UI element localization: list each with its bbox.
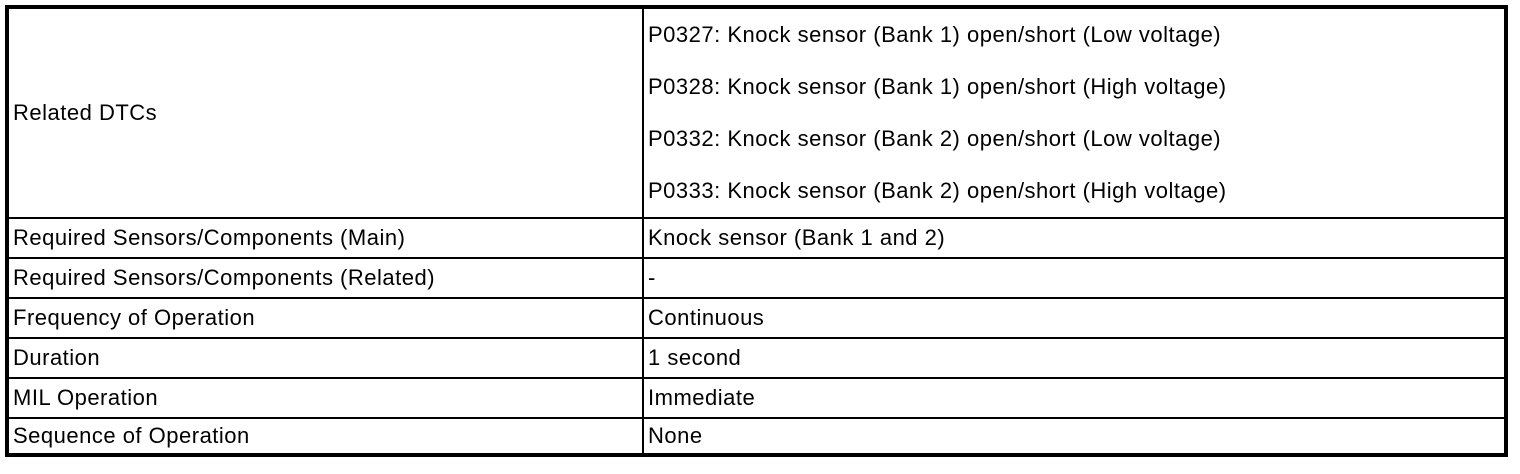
row-label-related-dtcs: Related DTCs xyxy=(6,6,644,219)
row-label-frequency: Frequency of Operation xyxy=(6,297,644,339)
row-label-sequence: Sequence of Operation xyxy=(6,417,644,456)
dtc-line-p0327: P0327: Knock sensor (Bank 1) open/short … xyxy=(648,22,1222,48)
row-label-duration: Duration xyxy=(6,337,644,379)
table-row-required-related: Required Sensors/Components (Related) - xyxy=(6,257,1507,299)
table-row-mil-operation: MIL Operation Immediate xyxy=(6,377,1507,419)
row-value-related-dtcs: P0327: Knock sensor (Bank 1) open/short … xyxy=(642,6,1507,219)
table-row-frequency: Frequency of Operation Continuous xyxy=(6,297,1507,339)
table-row-duration: Duration 1 second xyxy=(6,337,1507,379)
dtc-line-p0328: P0328: Knock sensor (Bank 1) open/short … xyxy=(648,74,1227,100)
row-label-mil-operation: MIL Operation xyxy=(6,377,644,419)
table-row-sequence: Sequence of Operation None xyxy=(6,417,1507,456)
dtc-line-p0332: P0332: Knock sensor (Bank 2) open/short … xyxy=(648,126,1222,152)
table-row-related-dtcs: Related DTCs P0327: Knock sensor (Bank 1… xyxy=(6,6,1507,219)
dtc-spec-table: Related DTCs P0327: Knock sensor (Bank 1… xyxy=(5,5,1508,457)
row-label-required-main: Required Sensors/Components (Main) xyxy=(6,217,644,259)
row-label-required-related: Required Sensors/Components (Related) xyxy=(6,257,644,299)
row-value-sequence: None xyxy=(642,417,1507,456)
row-value-duration: 1 second xyxy=(642,337,1507,379)
table-row-required-main: Required Sensors/Components (Main) Knock… xyxy=(6,217,1507,259)
row-value-required-related: - xyxy=(642,257,1507,299)
dtc-line-p0333: P0333: Knock sensor (Bank 2) open/short … xyxy=(648,178,1227,204)
row-value-frequency: Continuous xyxy=(642,297,1507,339)
row-value-mil-operation: Immediate xyxy=(642,377,1507,419)
row-value-required-main: Knock sensor (Bank 1 and 2) xyxy=(642,217,1507,259)
